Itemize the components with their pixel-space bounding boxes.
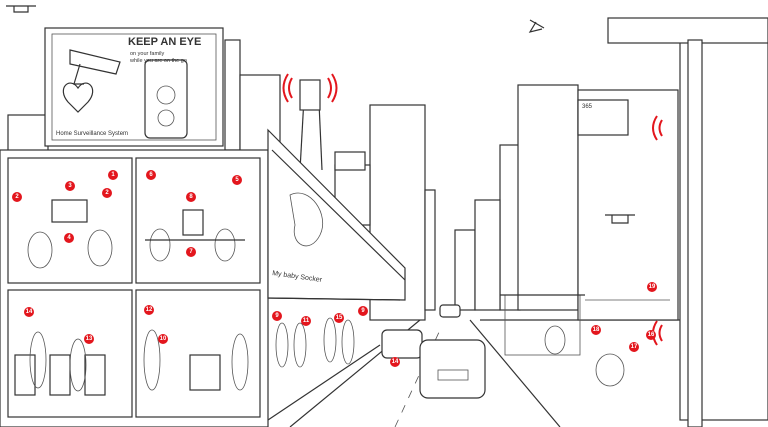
heart-icon — [62, 82, 94, 113]
svg-text:7: 7 — [189, 249, 193, 255]
sign-365-text: 365 — [582, 104, 593, 110]
cars — [381, 304, 486, 399]
svg-text:2: 2 — [15, 194, 19, 200]
cell-tower — [282, 73, 338, 171]
interior-panels — [0, 149, 269, 427]
marker: 2 — [102, 188, 112, 198]
marker: 19 — [647, 282, 657, 292]
marker: 9 — [272, 311, 282, 321]
svg-text:14: 14 — [26, 309, 33, 315]
marker: 12 — [144, 305, 154, 315]
marker: 6 — [146, 170, 156, 180]
svg-text:3: 3 — [68, 183, 72, 189]
marker: 17 — [629, 342, 639, 352]
marker: 14 — [390, 357, 400, 367]
svg-text:6: 6 — [149, 172, 153, 178]
billboard-headline: KEEP AN EYE — [128, 36, 201, 48]
svg-text:19: 19 — [649, 284, 656, 290]
marker: 3 — [65, 181, 75, 191]
svg-text:2: 2 — [105, 190, 109, 196]
svg-text:16: 16 — [648, 332, 655, 338]
svg-text:13: 13 — [86, 336, 93, 342]
shopping-cart-icon — [189, 354, 221, 391]
autonomous-car — [419, 339, 486, 399]
phone-icon — [144, 59, 188, 139]
tv-icon — [51, 199, 88, 223]
signal-icon — [652, 115, 663, 141]
marker: 9 — [358, 306, 368, 316]
drone-icon — [6, 5, 36, 13]
svg-text:9: 9 — [275, 313, 279, 319]
svg-text:17: 17 — [631, 344, 638, 350]
marker: 13 — [84, 334, 94, 344]
car — [381, 329, 423, 359]
svg-text:14: 14 — [392, 359, 399, 365]
drone-icon — [605, 214, 635, 224]
camera-icon — [69, 49, 121, 85]
billboard: KEEP AN EYE on your family while you are… — [44, 27, 224, 147]
marker: 11 — [301, 316, 311, 326]
svg-text:9: 9 — [361, 308, 365, 314]
svg-text:1: 1 — [111, 172, 115, 178]
svg-text:18: 18 — [593, 327, 600, 333]
svg-text:15: 15 — [336, 315, 343, 321]
svg-text:11: 11 — [303, 318, 310, 324]
marker: 14 — [24, 307, 34, 317]
markers: 1 2 3 2 4 6 8 5 7 14 13 12 10 9 11 15 9 … — [12, 170, 657, 367]
marker: 16 — [646, 330, 656, 340]
billboard-tagline-1: on your family — [130, 51, 164, 57]
marker: 7 — [186, 247, 196, 257]
svg-text:10: 10 — [160, 336, 167, 342]
marker: 10 — [158, 334, 168, 344]
marker: 18 — [591, 325, 601, 335]
billboard-tagline-2: while you are on the go — [129, 58, 187, 64]
svg-text:8: 8 — [189, 194, 193, 200]
billboard-product: Home Surveillance System — [56, 131, 128, 137]
marker: 2 — [12, 192, 22, 202]
satellite-icon — [528, 19, 545, 33]
marker: 8 — [186, 192, 196, 202]
marker: 1 — [108, 170, 118, 180]
svg-text:5: 5 — [235, 177, 239, 183]
marker: 5 — [232, 175, 242, 185]
sign-365 — [577, 99, 629, 136]
bus-stop: 3 6 5 — [6, 5, 670, 387]
marker: 15 — [334, 313, 344, 323]
marker: 4 — [64, 233, 74, 243]
svg-text:12: 12 — [146, 307, 153, 313]
svg-text:4: 4 — [67, 235, 71, 241]
mural-wall: My baby Socker — [267, 128, 406, 368]
